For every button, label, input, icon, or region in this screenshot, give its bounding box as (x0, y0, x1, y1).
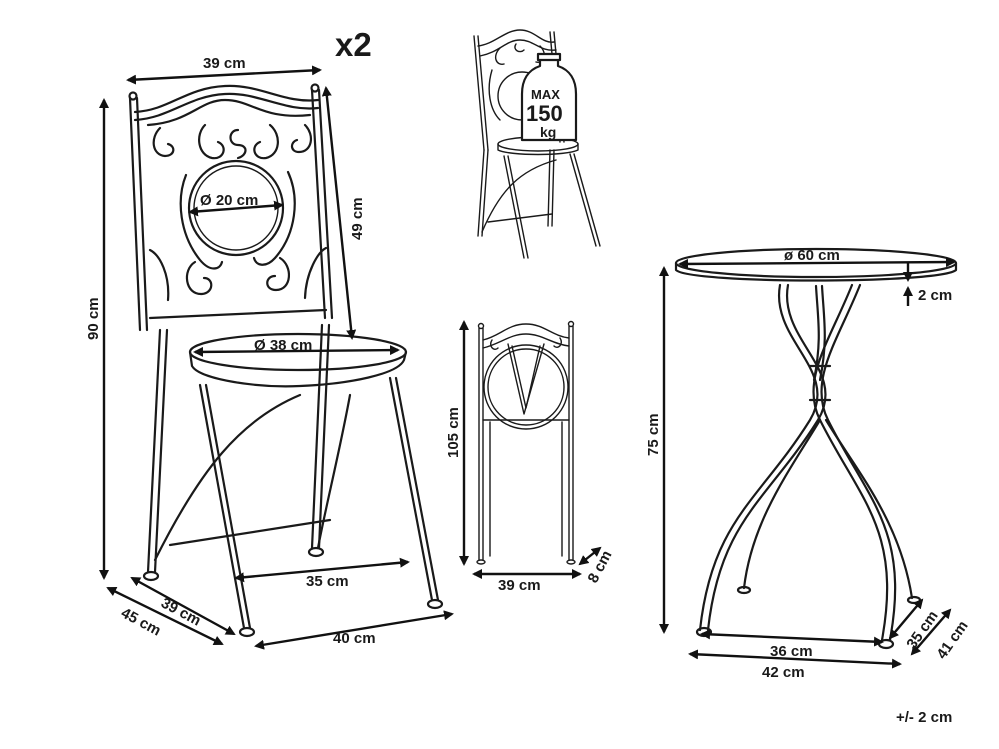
chair-total-depth-label: 45 cm (118, 605, 164, 640)
folded-width-label: 39 cm (498, 577, 541, 594)
chair-back-height-label: 49 cm (349, 197, 366, 240)
chair-width-label: 39 cm (203, 55, 246, 72)
load-unit-label: kg (540, 124, 556, 140)
load-chair-drawing (473, 29, 601, 259)
chair-back-diameter-label: Ø 20 cm (200, 192, 258, 209)
chair-seat-diameter-label: Ø 38 cm (254, 337, 312, 354)
tolerance-label: +/- 2 cm (896, 709, 952, 726)
folded-height-label: 105 cm (445, 407, 462, 458)
multiplier-label: x2 (335, 26, 372, 63)
table-drawing (674, 247, 958, 650)
chair-total-height-label: 90 cm (85, 297, 102, 340)
folded-chair-drawing (476, 320, 576, 565)
folded-chair-dimensions (459, 320, 602, 579)
table-top-thickness-label: 2 cm (918, 287, 952, 304)
chair-leg-span-label: 35 cm (306, 573, 349, 590)
table-top-diameter-label: ø 60 cm (784, 247, 840, 264)
chair-base-width-label: 40 cm (333, 630, 376, 647)
load-value-label: 150 (526, 101, 563, 126)
folded-depth-label: 8 cm (585, 548, 616, 586)
table-dimensions (659, 257, 956, 669)
chair-drawing (128, 83, 444, 638)
chair-dimensions (99, 65, 454, 650)
load-max-label: MAX (531, 87, 560, 102)
table-inner-width-label: 36 cm (770, 643, 813, 660)
table-height-label: 75 cm (645, 413, 662, 456)
table-outer-width-label: 42 cm (762, 664, 805, 681)
